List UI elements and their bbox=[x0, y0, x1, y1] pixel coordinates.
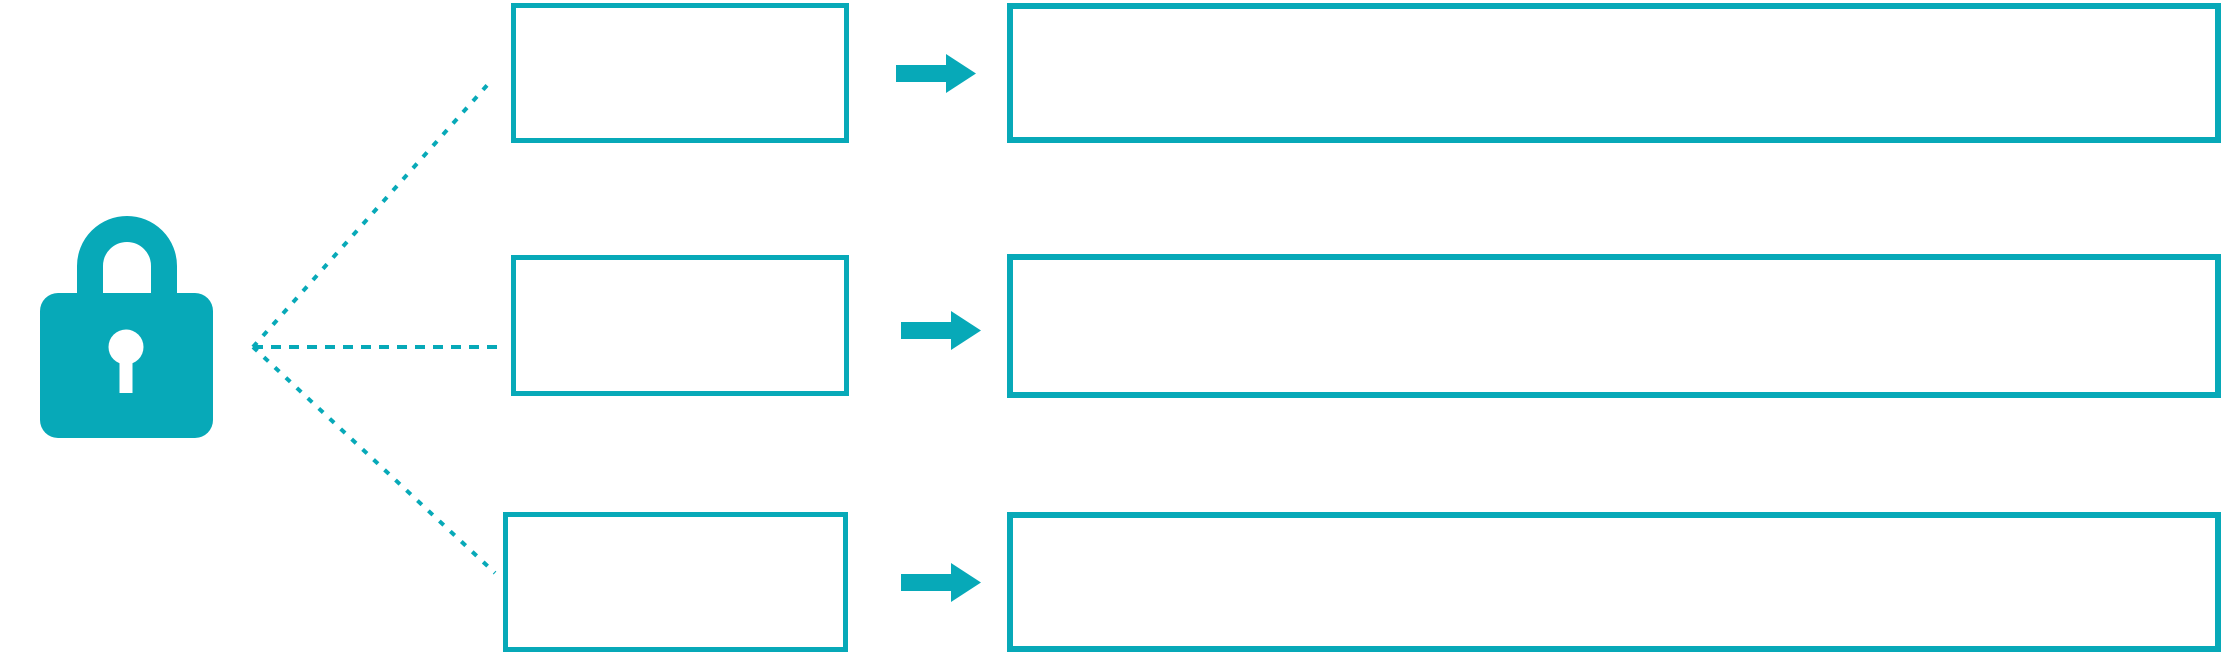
branch-box-1 bbox=[511, 3, 849, 143]
lock-keyhole-stem bbox=[119, 347, 133, 393]
result-box-3 bbox=[1007, 512, 2221, 652]
arrow-right-icon bbox=[901, 311, 981, 350]
branch-box-2 bbox=[511, 255, 849, 396]
lock-icon-svg bbox=[40, 216, 213, 438]
connector-line-top bbox=[251, 80, 492, 349]
result-box-2 bbox=[1007, 254, 2221, 398]
lock-shackle bbox=[77, 216, 177, 306]
connector-line-bottom bbox=[251, 345, 497, 575]
arrow-right-icon bbox=[896, 54, 976, 93]
lock-icon bbox=[40, 216, 215, 438]
arrow-right-icon bbox=[901, 563, 981, 602]
result-box-1 bbox=[1007, 3, 2221, 143]
branch-box-3 bbox=[503, 512, 848, 652]
